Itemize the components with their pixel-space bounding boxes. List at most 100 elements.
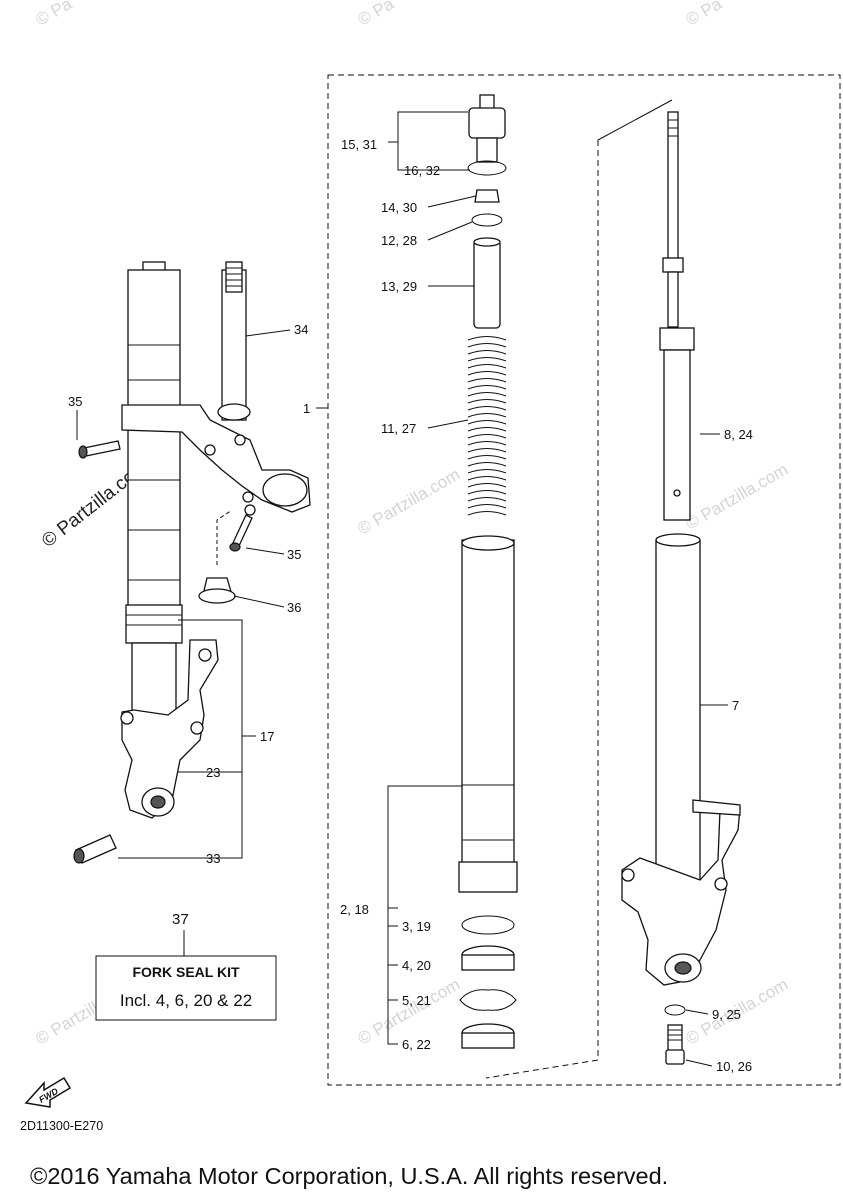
- callout-12-28: 12, 28: [381, 233, 417, 248]
- outer-tube-bottom: [458, 861, 518, 893]
- copyright: ©2016 Yamaha Motor Corporation, U.S.A. A…: [30, 1163, 668, 1189]
- leader-36: [233, 595, 285, 608]
- handlebar-collar: [217, 403, 251, 421]
- callout-9-25: 9, 25: [712, 1007, 741, 1022]
- leader-17-23-33: [118, 619, 256, 859]
- diagram-code: 2D11300-E270: [20, 1119, 103, 1133]
- callout-6-22: 6, 22: [402, 1037, 431, 1052]
- axle-hole-inner: [150, 795, 166, 809]
- seal-lines: [126, 614, 182, 626]
- callout-10-26: 10, 26: [716, 1059, 752, 1074]
- outer-tube-bands: [128, 344, 180, 581]
- callout-1: 1: [303, 401, 310, 416]
- damper-rod-lower: [667, 271, 679, 328]
- fwd-arrow-icon: [24, 1076, 72, 1108]
- retaining-clip: [461, 915, 515, 935]
- fork-spring: [466, 336, 508, 520]
- assembly-boundary: [327, 74, 841, 1086]
- leader-9: [685, 1009, 709, 1015]
- handlebar-thread-lines: [226, 267, 242, 287]
- bracket-arm: [692, 799, 741, 816]
- callout-labels: 15, 31 16, 32 14, 30 12, 28 13, 29 11, 2…: [68, 137, 753, 1074]
- damper-rod: [667, 111, 679, 263]
- watermark-center: © Partzilla.com: [355, 465, 464, 539]
- caliper-mount-lower: [190, 721, 204, 735]
- outer-tube: [127, 269, 181, 616]
- axle-hole-exploded-inner: [674, 961, 692, 975]
- rubber-cap-flange: [198, 588, 236, 604]
- caliper-mount-exploded-b: [714, 877, 728, 891]
- damper-rod-threads: [668, 119, 678, 137]
- copper-washer: [664, 1004, 686, 1016]
- watermark-right: © Partzilla.com: [683, 460, 792, 534]
- assembled-fork: [73, 261, 311, 864]
- damper-bolt-head: [665, 1049, 685, 1065]
- spacer: [473, 239, 501, 329]
- callout-37: 37: [172, 911, 189, 928]
- handlebar-pipe: [221, 269, 247, 421]
- fwd-arrow: FWD: [24, 1076, 72, 1108]
- callout-2-18: 2, 18: [340, 902, 369, 917]
- kit-title: FORK SEAL KIT: [132, 964, 240, 980]
- damper-bolt-threads: [668, 1029, 682, 1041]
- cap-bolt-body: [468, 107, 506, 139]
- seal-section: [125, 604, 183, 644]
- inner-tube-exploded: [655, 539, 701, 886]
- axle-bracket-exploded: [621, 807, 741, 986]
- outer-tube-mouth: [461, 535, 515, 551]
- right-exploded-parts: [621, 111, 741, 1065]
- clamp-bolt-left: [83, 440, 121, 457]
- watermark-top-right: © Pa: [683, 0, 726, 29]
- callout-4-20: 4, 20: [402, 958, 431, 973]
- washer: [471, 213, 503, 227]
- leader-10: [685, 1059, 713, 1067]
- middle-exploded-parts: [458, 94, 518, 1049]
- callout-15-31: 15, 31: [341, 137, 377, 152]
- spring-clip: [459, 989, 517, 1011]
- callout-13-29: 13, 29: [381, 279, 417, 294]
- caliper-mount-exploded-a: [621, 868, 635, 882]
- callout-35a: 35: [68, 394, 82, 409]
- callout-7: 7: [732, 698, 739, 713]
- callout-35b: 35: [287, 547, 301, 562]
- callout-14-30: 14, 30: [381, 200, 417, 215]
- watermark-top-mid: © Pa: [355, 0, 398, 29]
- outer-tube-lines: [462, 784, 514, 841]
- leader-2-6: [387, 785, 462, 1045]
- leader-34: [245, 329, 291, 337]
- outer-tube-exploded: [461, 539, 515, 876]
- watermark-top-left: © Pa: [33, 0, 76, 29]
- o-ring: [467, 160, 507, 176]
- clamp-bolt-hole-c: [242, 491, 254, 503]
- fork-seal-kit-box: FORK SEAL KIT Incl. 4, 6, 20 & 22: [95, 955, 277, 1021]
- clamp-bolt-hole-d: [244, 504, 256, 516]
- clamp-bolt-lower-head: [229, 542, 241, 552]
- leader-12: [427, 221, 473, 241]
- cap-bolt-stem: [476, 137, 498, 163]
- handlebar-clamp: [121, 404, 311, 513]
- inner-tube-mouth: [655, 533, 701, 547]
- kit-box-frame: [95, 955, 277, 1021]
- leader-14: [427, 195, 477, 208]
- callout-17: 17: [260, 729, 274, 744]
- callout-34: 34: [294, 322, 308, 337]
- leader-15-16: [388, 111, 470, 171]
- leader-35b: [245, 547, 285, 555]
- boundary-connector-top: [597, 99, 673, 141]
- cap-guide-line: [216, 509, 233, 565]
- kit-contents: Incl. 4, 6, 20 & 22: [120, 991, 252, 1010]
- caliper-mount-upper: [120, 711, 134, 725]
- handlebar-thread: [225, 261, 243, 293]
- dust-seal-body: [461, 954, 515, 971]
- leader-11: [427, 419, 469, 429]
- locknut: [474, 189, 500, 203]
- pinch-bolt-head: [73, 848, 85, 864]
- damper-rod-nut: [662, 257, 684, 273]
- damper-port: [673, 489, 681, 497]
- callout-3-19: 3, 19: [402, 919, 431, 934]
- damper-collar: [659, 327, 695, 351]
- handlebar-ring: [262, 473, 308, 507]
- callout-33: 33: [206, 851, 220, 866]
- leader-lines: [76, 111, 728, 1067]
